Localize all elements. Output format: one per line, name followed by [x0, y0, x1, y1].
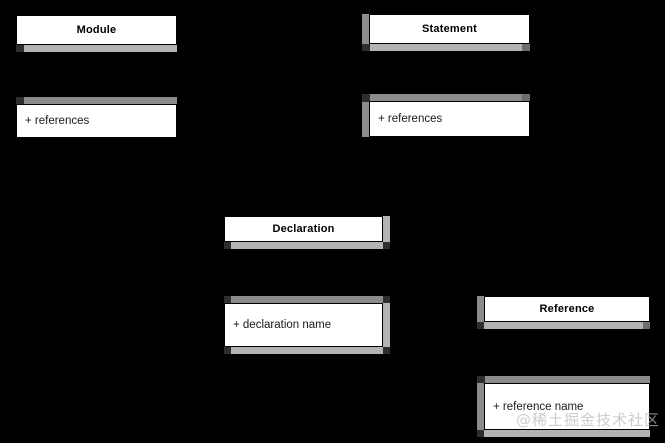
declaration-attribute-name: + declaration name [233, 319, 332, 331]
declaration-attr-top-left-corner [224, 296, 231, 303]
declaration-attr-bottom-band [224, 347, 390, 354]
declaration-title-right-band [383, 216, 390, 243]
statement-attr-left-band [362, 101, 369, 137]
reference-attr-top-left-corner [477, 376, 485, 384]
module-attr-top-band [16, 97, 177, 104]
reference-title-bottom-band [477, 322, 650, 329]
reference-attributes-panel[interactable]: + reference name [484, 383, 650, 430]
reference-attr-top-band [484, 376, 650, 383]
statement-attributes-panel[interactable]: + references [369, 101, 530, 137]
declaration-attr-top-right-corner [383, 296, 390, 303]
statement-title-panel[interactable]: Statement [369, 14, 530, 44]
reference-attribute-name: + reference name [493, 400, 584, 413]
declaration-title-bottom-band [224, 242, 390, 249]
reference-title-panel[interactable]: Reference [484, 296, 650, 322]
module-attributes-panel[interactable]: + references [16, 104, 177, 138]
reference-title-bottom-right-corner [643, 322, 650, 329]
declaration-attributes-panel[interactable]: + declaration name [224, 303, 383, 347]
reference-attr-bottom-band [477, 430, 650, 437]
declaration-attr-bottom-left-corner [224, 347, 231, 354]
statement-title-bottom-band [362, 44, 530, 51]
module-attr-top-left-corner [16, 97, 24, 104]
reference-title-bottom-left-corner [477, 322, 484, 329]
declaration-class-name: Declaration [272, 223, 335, 235]
statement-attr-top-right-corner [522, 94, 530, 101]
module-title-bottom-left-corner [16, 45, 24, 52]
declaration-title-panel[interactable]: Declaration [224, 216, 383, 242]
declaration-attr-bottom-right-corner [383, 347, 390, 354]
declaration-title-bottom-left-corner [224, 242, 231, 249]
module-class-name: Module [76, 24, 117, 36]
statement-attribute-references: + references [378, 113, 443, 125]
statement-title-bottom-left-corner [362, 44, 370, 51]
reference-class-name: Reference [539, 303, 595, 315]
module-title-bottom-band [16, 45, 177, 52]
module-attribute-references: + references [25, 115, 90, 127]
reference-title-left-band [477, 296, 484, 322]
statement-class-name: Statement [422, 23, 477, 35]
declaration-attr-right-band [383, 303, 390, 347]
declaration-title-bottom-right-corner [383, 242, 390, 249]
declaration-attr-top-band [224, 296, 390, 303]
reference-attr-bottom-left-corner [477, 430, 484, 437]
statement-attr-top-band [369, 94, 530, 101]
module-title-panel[interactable]: Module [16, 15, 177, 45]
statement-title-left-band [362, 14, 369, 44]
statement-attr-top-left-corner [362, 94, 370, 102]
reference-attr-left-band [477, 383, 484, 430]
statement-title-bottom-right-corner [522, 44, 530, 51]
